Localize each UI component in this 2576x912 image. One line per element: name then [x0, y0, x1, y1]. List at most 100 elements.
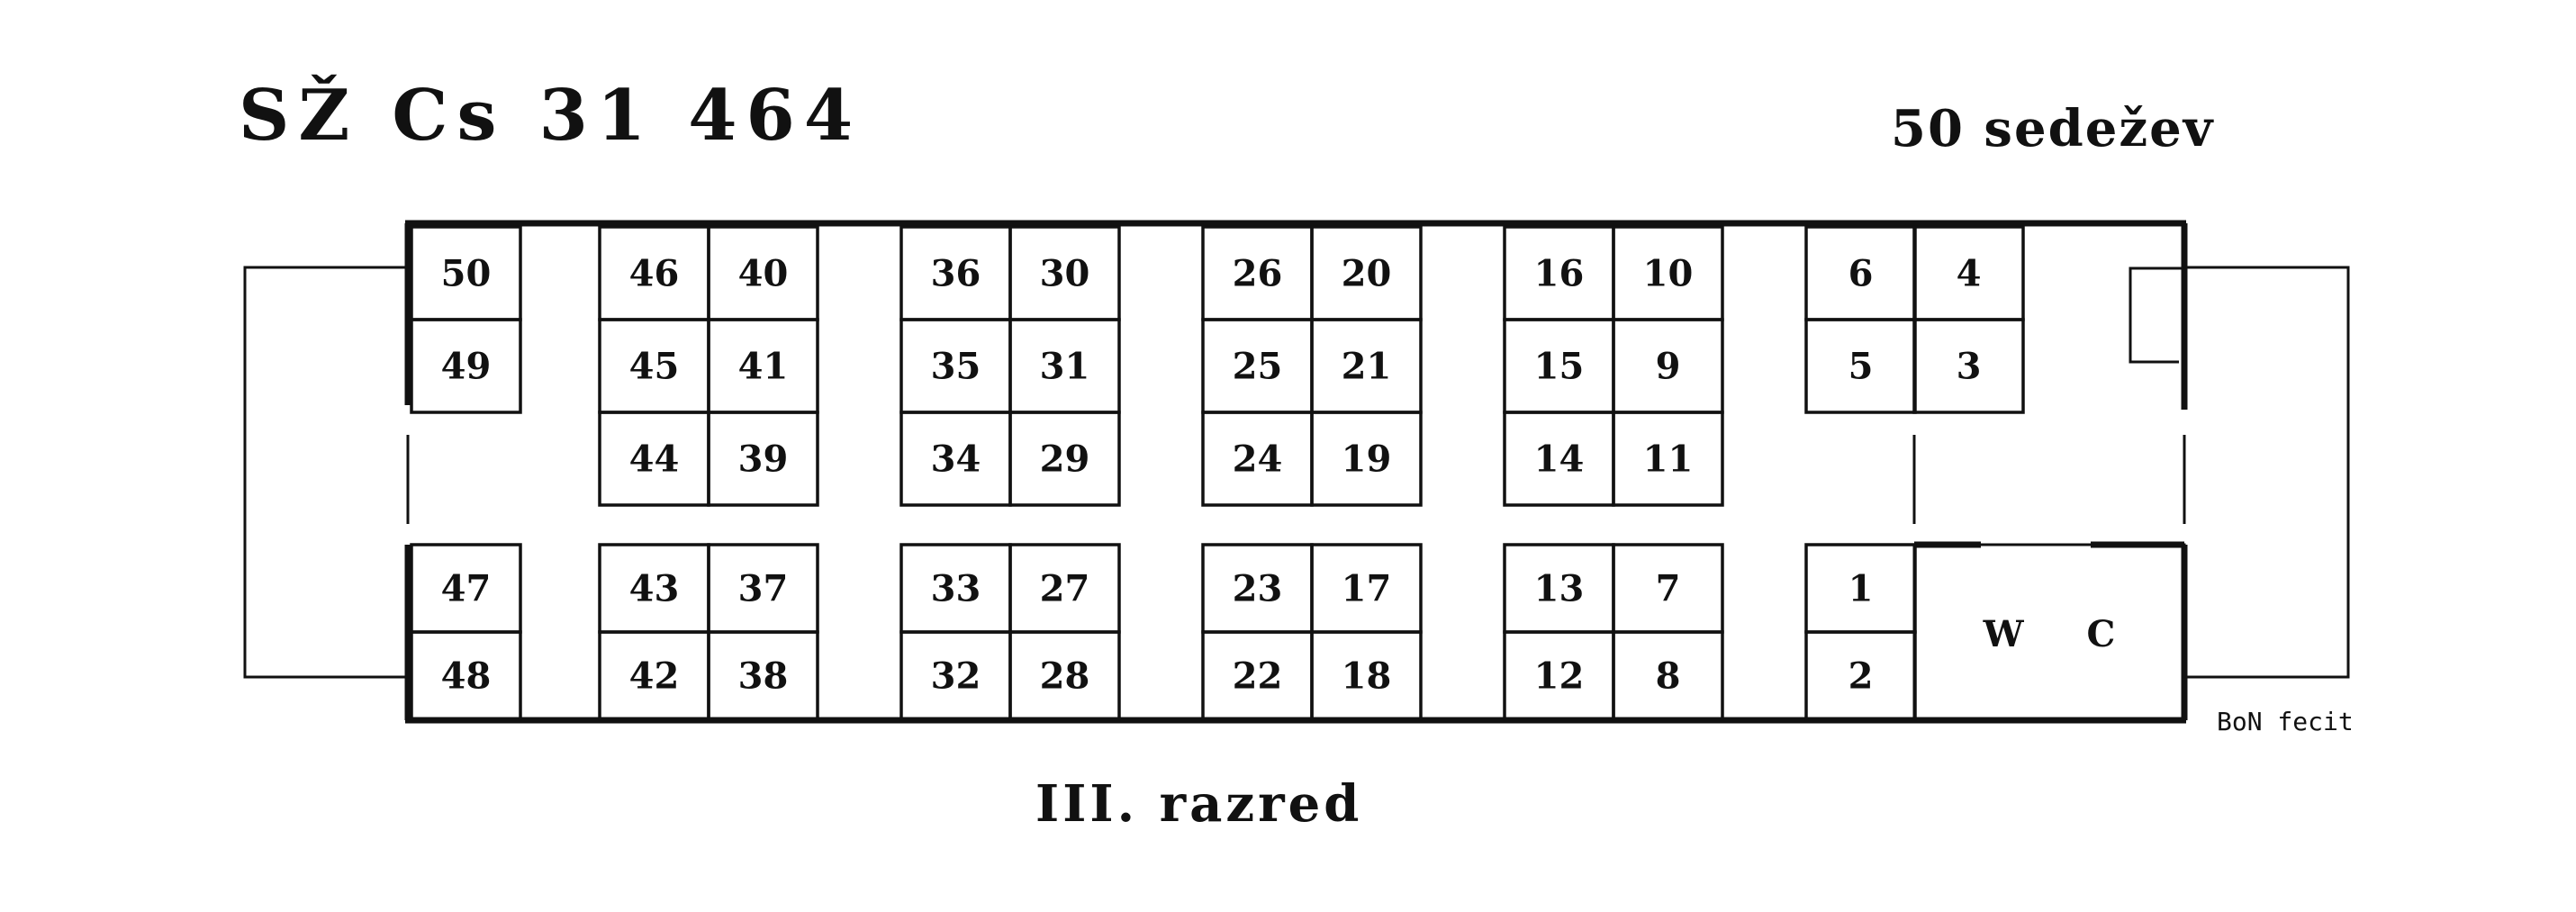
seat-number: 19 [1342, 438, 1392, 481]
seat-14: 14 [1503, 411, 1615, 507]
seat-number: 4 [1957, 253, 1982, 295]
seat-box [410, 630, 522, 721]
seat-number: 10 [1643, 253, 1694, 295]
credit-note: BoN fecit [2217, 707, 2354, 736]
seat-number: 18 [1342, 655, 1392, 698]
seat-18: 18 [1310, 630, 1423, 721]
right-coupling [2184, 266, 2350, 679]
seat-19: 19 [1310, 411, 1423, 507]
seat-42: 42 [598, 630, 710, 721]
page-title: SŽ Cs 31 464 [239, 75, 863, 157]
seat-46: 46 [598, 225, 710, 321]
seat-number: 36 [931, 253, 981, 295]
seat-16: 16 [1503, 225, 1615, 321]
seat-17: 17 [1310, 543, 1423, 634]
seat-25: 25 [1201, 318, 1314, 414]
seat-23: 23 [1201, 543, 1314, 634]
seat-box [1310, 411, 1423, 507]
seat-number: 41 [738, 346, 789, 388]
seat-37: 37 [707, 543, 819, 634]
left-coupling [243, 266, 408, 679]
seat-33: 33 [899, 543, 1012, 634]
seat-number: 16 [1534, 253, 1585, 295]
seat-49: 49 [410, 318, 522, 414]
seat-9: 9 [1612, 318, 1724, 414]
seat-50: 50 [410, 225, 522, 321]
locker [2129, 266, 2184, 364]
seat-number: 26 [1233, 253, 1283, 295]
seat-2: 2 [1804, 630, 1917, 721]
seat-34: 34 [899, 411, 1012, 507]
seat-box [707, 630, 819, 721]
seat-number: 3 [1957, 346, 1982, 388]
seat-number: 37 [738, 568, 789, 610]
seat-40: 40 [707, 225, 819, 321]
seat-box [707, 411, 819, 507]
seat-11: 11 [1612, 411, 1724, 507]
seat-number: 44 [629, 438, 680, 481]
seat-number: 15 [1534, 346, 1585, 388]
seat-number: 2 [1848, 655, 1874, 698]
seat-number: 27 [1040, 568, 1090, 610]
seat-number: 8 [1656, 655, 1681, 698]
seat-count: 50 sedežev [1891, 99, 2215, 158]
seat-number: 49 [441, 346, 492, 388]
seat-8: 8 [1612, 630, 1724, 721]
seat-number: 47 [441, 568, 492, 610]
seat-27: 27 [1008, 543, 1121, 634]
seat-box [1612, 411, 1724, 507]
seat-box [1310, 630, 1423, 721]
class-label: III. razred [1035, 774, 1363, 834]
seat-box [410, 318, 522, 414]
seat-number: 22 [1233, 655, 1283, 698]
seat-number: 21 [1342, 346, 1392, 388]
seat-number: 33 [931, 568, 981, 610]
seat-48: 48 [410, 630, 522, 721]
seat-number: 24 [1233, 438, 1283, 481]
seat-number: 46 [629, 253, 680, 295]
seat-number: 50 [441, 253, 492, 295]
seat-number: 32 [931, 655, 981, 698]
seat-24: 24 [1201, 411, 1314, 507]
seat-26: 26 [1201, 225, 1314, 321]
seat-number: 31 [1040, 346, 1090, 388]
seat-number: 17 [1342, 568, 1392, 610]
seat-15: 15 [1503, 318, 1615, 414]
seat-number: 38 [738, 655, 789, 698]
seat-number: 6 [1848, 253, 1874, 295]
seat-6: 6 [1804, 225, 1917, 321]
seat-28: 28 [1008, 630, 1121, 721]
seat-box [1912, 318, 2025, 414]
seat-4: 4 [1912, 225, 2025, 321]
seat-number: 28 [1040, 655, 1090, 698]
seat-number: 7 [1656, 568, 1681, 610]
seat-43: 43 [598, 543, 710, 634]
seat-number: 48 [441, 655, 492, 698]
seat-number: 5 [1848, 346, 1874, 388]
seat-number: 29 [1040, 438, 1090, 481]
seat-box [1008, 411, 1121, 507]
seat-number: 40 [738, 253, 789, 295]
seat-number: 23 [1233, 568, 1283, 610]
seat-number: 42 [629, 655, 680, 698]
seat-1: 1 [1804, 543, 1917, 634]
seat-number: 11 [1643, 438, 1694, 481]
seat-number: 14 [1534, 438, 1585, 481]
seat-3: 3 [1912, 318, 2025, 414]
seat-number: 45 [629, 346, 680, 388]
seat-21: 21 [1310, 318, 1423, 414]
seat-number: 25 [1233, 346, 1283, 388]
seat-47: 47 [410, 543, 522, 634]
seat-7: 7 [1612, 543, 1724, 634]
seat-number: 30 [1040, 253, 1090, 295]
seat-number: 39 [738, 438, 789, 481]
seat-30: 30 [1008, 225, 1121, 321]
seat-12: 12 [1503, 630, 1615, 721]
wc-label: W C [1983, 612, 2141, 655]
seat-5: 5 [1804, 318, 1917, 414]
seat-36: 36 [899, 225, 1012, 321]
seat-45: 45 [598, 318, 710, 414]
seat-29: 29 [1008, 411, 1121, 507]
seat-number: 1 [1848, 568, 1874, 610]
seat-box [1804, 630, 1917, 721]
